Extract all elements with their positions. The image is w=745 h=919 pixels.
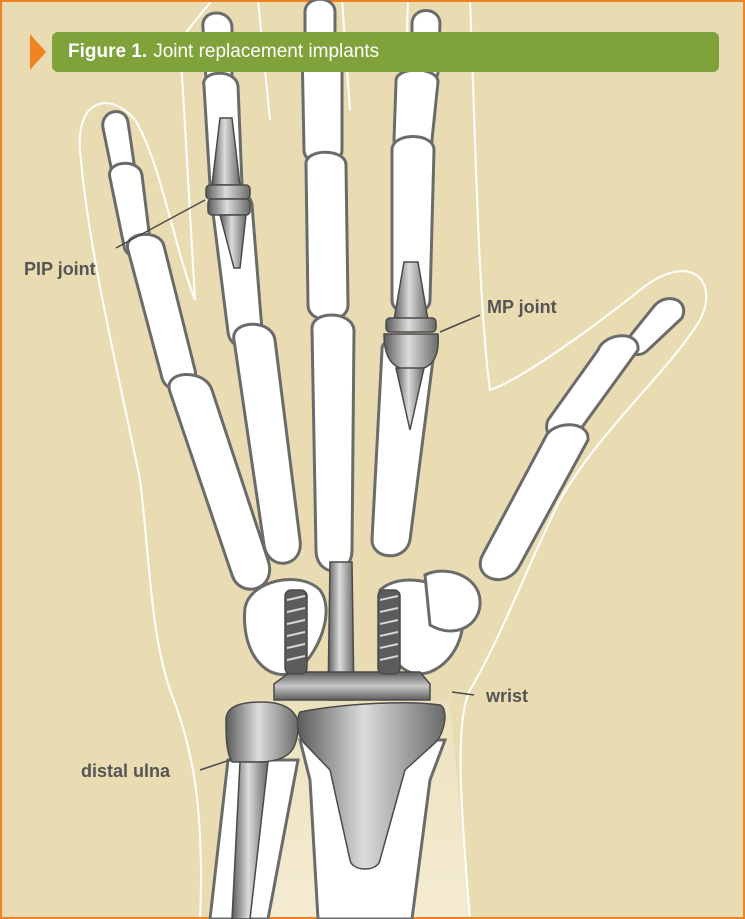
figure-number: Figure 1.: [68, 41, 147, 62]
mp-joint-label: MP joint: [487, 297, 557, 318]
pip-joint-label: PIP joint: [24, 259, 96, 280]
middle-finger-metacarpal: [312, 315, 354, 571]
distal-ulna-label: distal ulna: [81, 761, 170, 782]
figure-title: Joint replacement implants: [153, 41, 379, 62]
figure-caption: Figure 1. Joint replacement implants: [68, 32, 379, 72]
header-arrow-icon: [30, 34, 46, 70]
middle-finger-proximal: [306, 152, 348, 320]
wrist-label: wrist: [486, 686, 528, 707]
